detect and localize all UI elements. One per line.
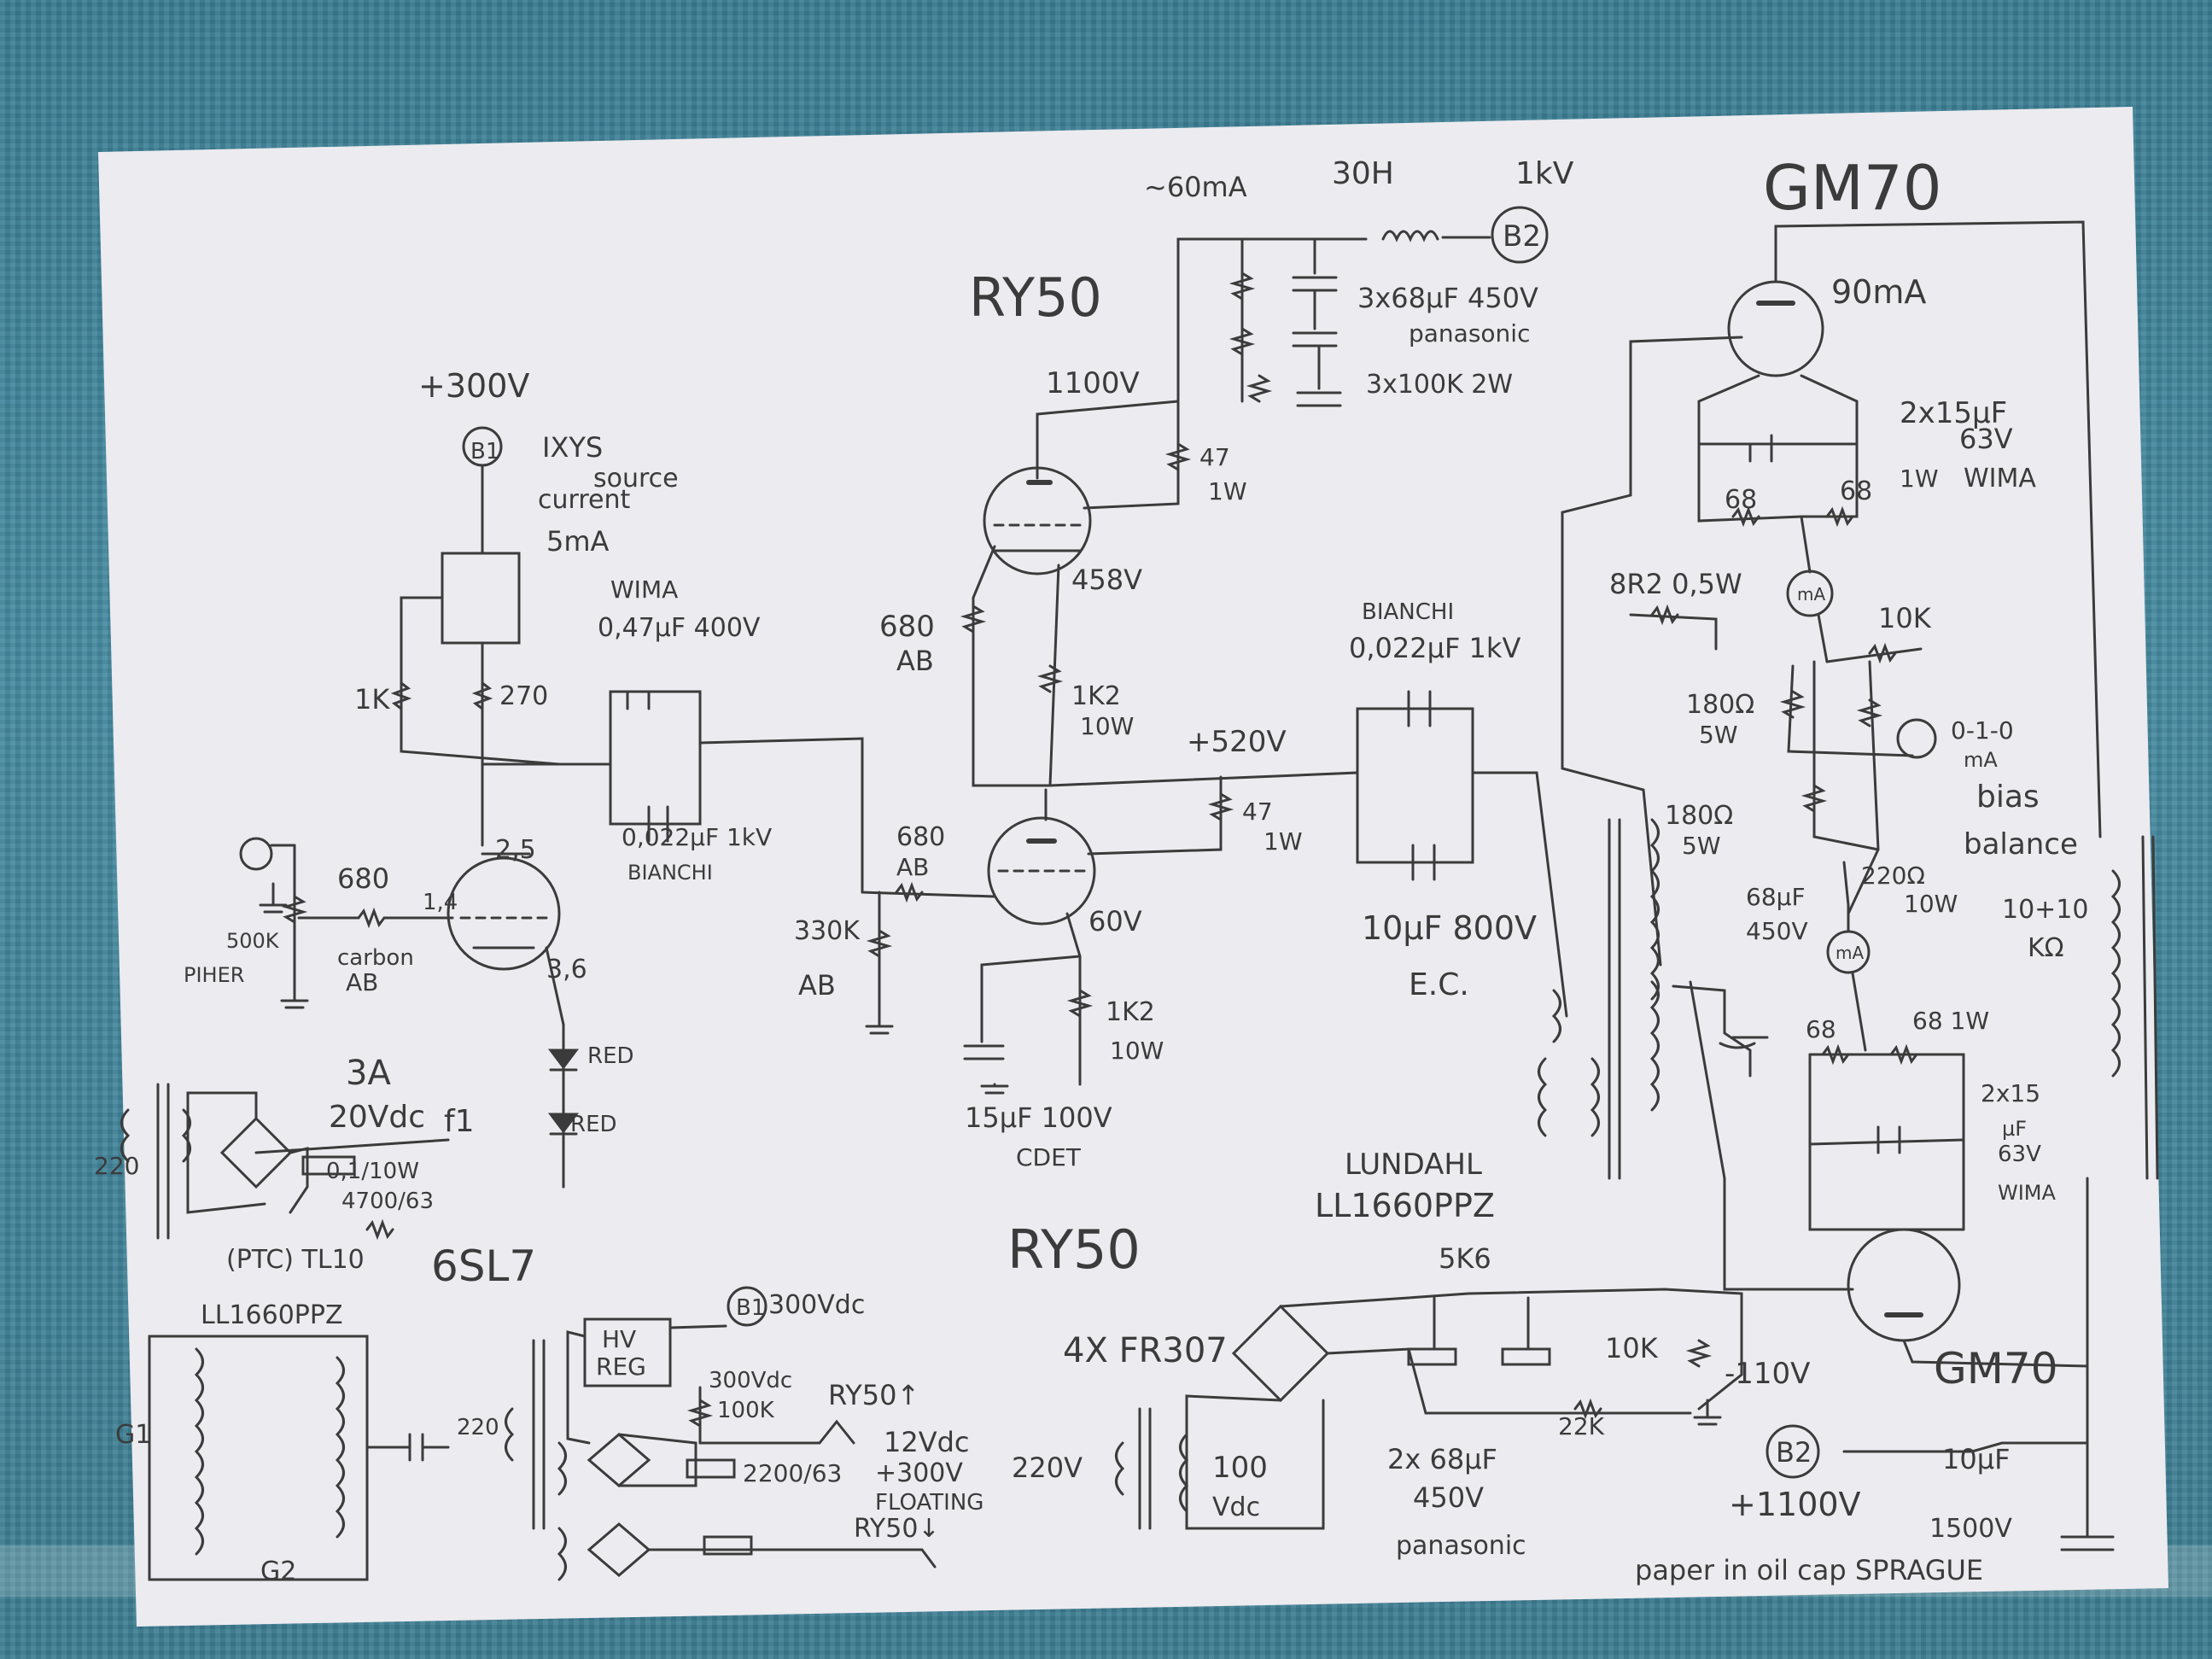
cloth-stripe	[0, 1545, 2212, 1597]
